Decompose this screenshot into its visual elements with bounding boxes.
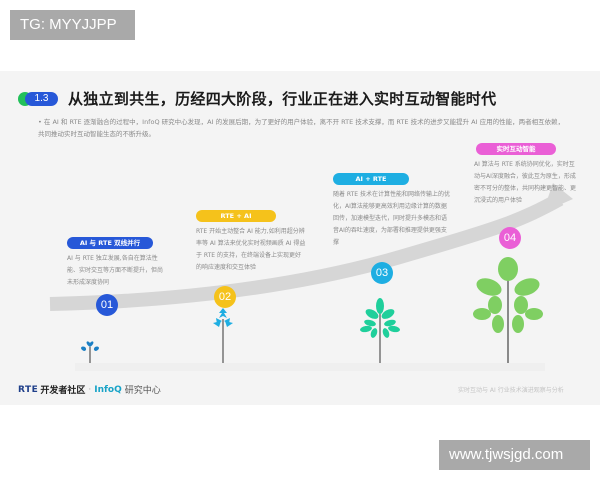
tree-young-icon	[360, 298, 400, 363]
community-label: 开发者社区	[40, 386, 86, 396]
section-number: 1.3	[25, 91, 58, 106]
watermark-bottom: www.tjwsjgd.com	[439, 440, 590, 470]
stage-3-number: 03	[371, 262, 393, 284]
stage-3-label: AI + RTE	[333, 173, 409, 185]
stage-4-number: 04	[499, 227, 521, 249]
slide-title: 从独立到共生，历经四大阶段，行业正在进入实时互动智能时代	[68, 90, 497, 108]
arrow-head-icon	[543, 183, 573, 212]
rte-logo: RTE	[18, 384, 39, 395]
sprout-medium-icon	[213, 308, 233, 363]
slide: 1.3 从独立到共生，历经四大阶段，行业正在进入实时互动智能时代 • 在 AI …	[0, 71, 600, 405]
infoq-logo: InfoQ	[94, 384, 122, 395]
title-row: 1.3 从独立到共生，历经四大阶段，行业正在进入实时互动智能时代	[18, 88, 496, 109]
stage-1-number: 01	[96, 294, 118, 316]
stage-4-label: 实时互动智能	[476, 143, 556, 155]
slide-description: • 在 AI 和 RTE 逐渐融合的过程中，InfoQ 研究中心发现，AI 的发…	[38, 118, 565, 138]
watermark-top: TG: MYYJJPP	[10, 10, 135, 40]
research-center-label: 研究中心	[124, 386, 161, 396]
tree-grown-icon	[473, 257, 543, 363]
stage-2-number: 02	[214, 286, 236, 308]
stage-3-text: 随着 RTE 技术在计算性能和网络传输上的优化，AI算法能够更高效利用边缘计算的…	[333, 191, 451, 246]
footer-report-title: 实时互动与 AI 行业技术演进观察与分析	[458, 387, 564, 394]
stage-1-text: AI 与 RTE 独立发展,各自在算法性能、实时交互等方面不断提升，但尚未形成深…	[67, 255, 164, 286]
stage-4-text: AI 算法与 RTE 系统协同优化，实时互动与AI深度融合，彼此互为原生，形成密…	[474, 161, 577, 204]
footer-logo: RTE 开发者社区 · InfoQ 研究中心	[18, 383, 161, 397]
stage-2-label: RTE + AI	[196, 210, 276, 222]
sprout-small-icon	[81, 341, 99, 363]
stage-2-text: RTE 开始主动整合 AI 能力,如利用超分辨率等 AI 算法来优化实时视频画质…	[196, 228, 306, 271]
logo-separator: ·	[88, 384, 92, 395]
section-badge: 1.3	[18, 91, 58, 106]
stage-1-label: AI 与 RTE 双线并行	[67, 237, 153, 249]
